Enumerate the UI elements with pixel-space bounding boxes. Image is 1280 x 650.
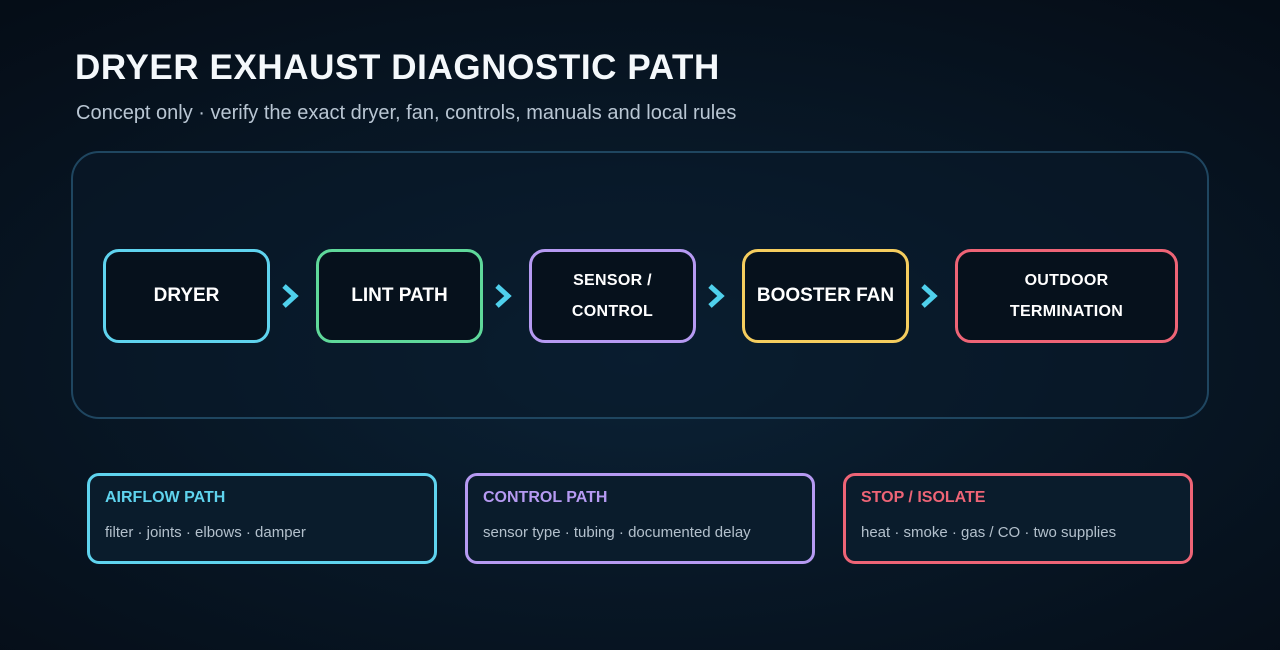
page-title: DRYER EXHAUST DIAGNOSTIC PATH xyxy=(75,48,720,87)
flow-node-label-line2: CONTROL xyxy=(571,303,654,320)
chevron-right-icon xyxy=(282,284,299,308)
flow-node-label: LINT PATH xyxy=(351,285,448,306)
card-stop-isolate: STOP / ISOLATE heat · smoke · gas / CO ·… xyxy=(843,473,1193,564)
flow-node-sensor-control: SENSOR / CONTROL xyxy=(529,249,696,343)
flow-node-outdoor-termination: OUTDOOR TERMINATION xyxy=(955,249,1178,343)
card-title: AIRFLOW PATH xyxy=(105,489,226,506)
page-subtitle: Concept only · verify the exact dryer, f… xyxy=(76,102,737,124)
flow-node-dryer: DRYER xyxy=(103,249,270,343)
card-title: STOP / ISOLATE xyxy=(861,489,986,506)
card-detail: filter · joints · elbows · damper xyxy=(105,524,306,541)
chevron-right-icon xyxy=(495,284,512,308)
flow-node-lint-path: LINT PATH xyxy=(316,249,483,343)
flow-node-booster-fan: BOOSTER FAN xyxy=(742,249,909,343)
card-detail: sensor type · tubing · documented delay xyxy=(483,524,751,541)
chevron-right-icon xyxy=(921,284,938,308)
card-airflow-path: AIRFLOW PATH filter · joints · elbows · … xyxy=(87,473,437,564)
card-detail: heat · smoke · gas / CO · two supplies xyxy=(861,524,1117,541)
card-control-path: CONTROL PATH sensor type · tubing · docu… xyxy=(465,473,815,564)
flow-node-label: DRYER xyxy=(153,285,220,306)
chevron-right-icon xyxy=(708,284,725,308)
card-title: CONTROL PATH xyxy=(483,489,608,506)
flow-node-label-line1: SENSOR / xyxy=(573,272,652,289)
flow-node-label-line1: OUTDOOR xyxy=(1024,272,1109,289)
flow-node-label-line2: TERMINATION xyxy=(1009,303,1124,320)
flow-node-label: BOOSTER FAN xyxy=(756,285,895,306)
